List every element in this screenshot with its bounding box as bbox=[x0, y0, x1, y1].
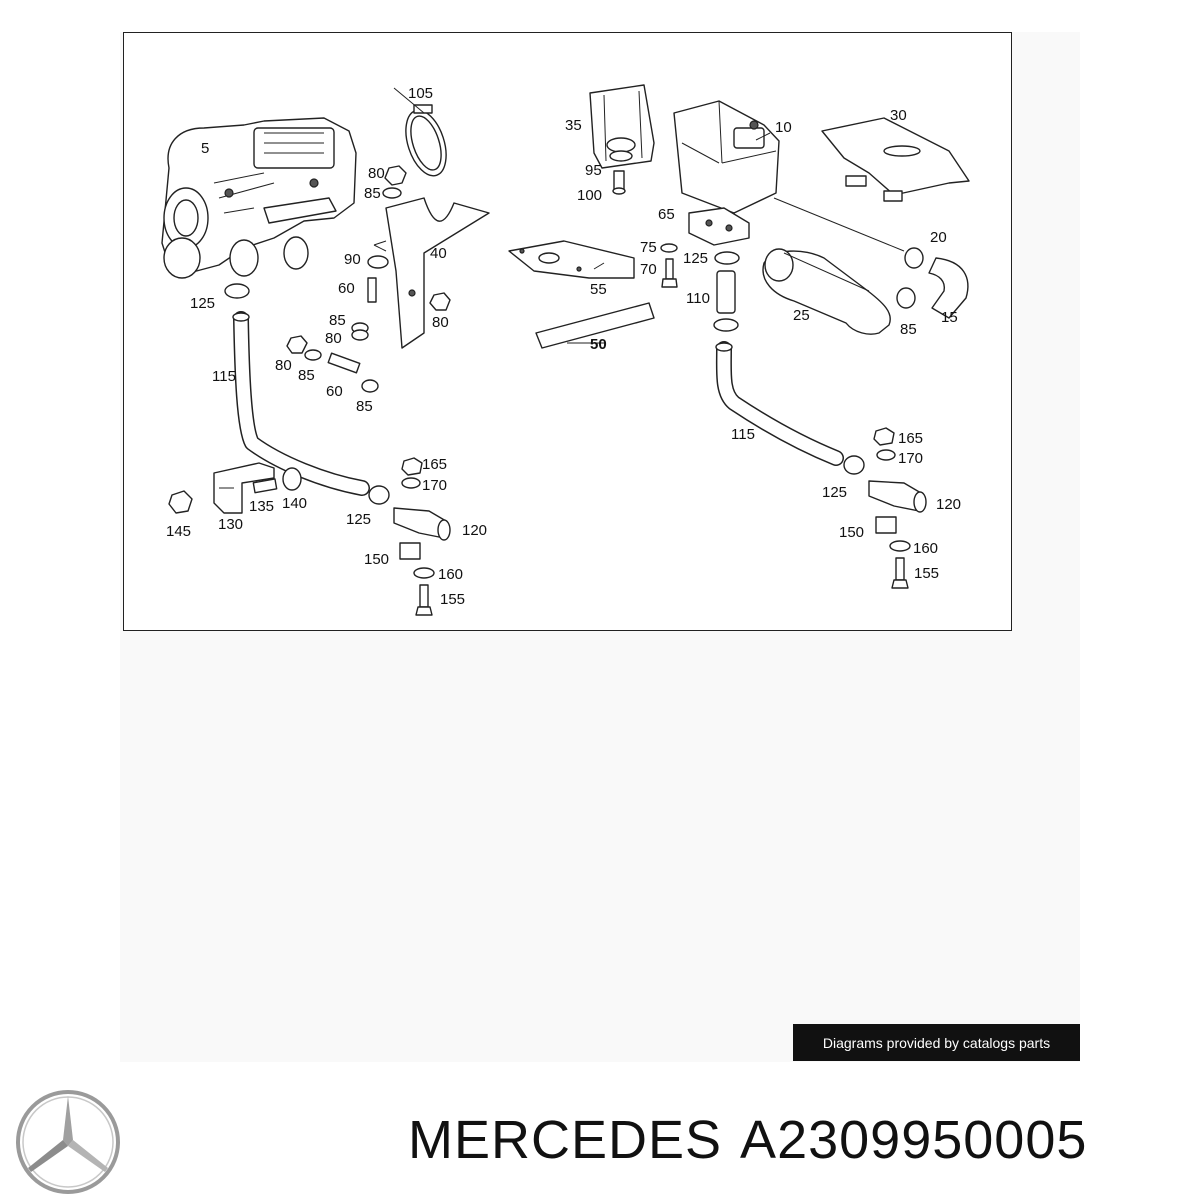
parts-diagram-svg: 105 5 35 10 30 80 85 95 100 65 90 40 75 … bbox=[161, 84, 970, 616]
callout-label: 60 bbox=[326, 383, 343, 400]
gasket-55 bbox=[508, 240, 635, 279]
callout-label: 80 bbox=[368, 165, 385, 182]
callout-label: 170 bbox=[422, 477, 447, 494]
callout-label: 35 bbox=[565, 117, 582, 134]
clamp-ring-drawing bbox=[405, 104, 447, 177]
exhaust-tube-right bbox=[715, 341, 844, 466]
exhaust-tube-left bbox=[232, 311, 370, 496]
callout-label: 125 bbox=[190, 295, 215, 312]
heater-unit-drawing bbox=[161, 117, 357, 279]
callout-label: 125 bbox=[822, 484, 847, 501]
callout-label: 170 bbox=[898, 450, 923, 467]
callout-label: 85 bbox=[356, 398, 373, 415]
callout-label: 125 bbox=[346, 511, 371, 528]
callout-label: 150 bbox=[839, 524, 864, 541]
brand-make: MERCEDES bbox=[408, 1110, 723, 1170]
callout-label: 160 bbox=[438, 566, 463, 583]
callout-label: 55 bbox=[590, 281, 607, 298]
callout-label: 75 bbox=[640, 239, 657, 256]
callout-label: 70 bbox=[640, 261, 657, 278]
callout-label: 120 bbox=[936, 496, 961, 513]
callout-label: 25 bbox=[793, 307, 810, 324]
part-title: MERCEDES A2309950005 bbox=[408, 1110, 1087, 1170]
callout-label: 140 bbox=[282, 495, 307, 512]
callout-labels: 105 5 35 10 30 80 85 95 100 65 90 40 75 … bbox=[166, 85, 961, 608]
callout-label: 105 bbox=[408, 85, 433, 102]
mount-bracket-drawing bbox=[373, 197, 490, 349]
callout-label: 110 bbox=[686, 290, 710, 307]
callout-label: 135 bbox=[249, 498, 274, 515]
callout-label: 60 bbox=[338, 280, 355, 297]
callout-label: 40 bbox=[430, 245, 447, 262]
bracket-30 bbox=[821, 117, 970, 202]
diagram-credit-banner: Diagrams provided by catalogs parts bbox=[793, 1024, 1080, 1061]
callout-label: 85 bbox=[364, 185, 381, 202]
plate-65 bbox=[688, 207, 750, 246]
callout-label: 90 bbox=[344, 251, 361, 268]
callout-label: 50 bbox=[590, 336, 607, 353]
callout-label: 30 bbox=[890, 107, 907, 124]
callout-label: 115 bbox=[212, 368, 236, 385]
bottom-left-hardware bbox=[168, 457, 451, 616]
parts-diagram: 105 5 35 10 30 80 85 95 100 65 90 40 75 … bbox=[123, 32, 1012, 631]
bottom-right-hardware bbox=[843, 427, 927, 589]
callout-label: 155 bbox=[914, 565, 939, 582]
callout-label: 165 bbox=[898, 430, 923, 447]
callout-label: 100 bbox=[577, 187, 602, 204]
callout-label: 130 bbox=[218, 516, 243, 533]
control-unit-10 bbox=[673, 100, 780, 214]
callout-label: 95 bbox=[585, 162, 602, 179]
callout-label: 20 bbox=[930, 229, 947, 246]
callout-label: 80 bbox=[432, 314, 449, 331]
mercedes-star-icon bbox=[16, 1090, 120, 1194]
callout-label: 85 bbox=[298, 367, 315, 384]
callout-label: 80 bbox=[275, 357, 292, 374]
muffler-25 bbox=[762, 248, 891, 335]
callout-label: 85 bbox=[900, 321, 917, 338]
hose-50 bbox=[535, 302, 655, 349]
callout-label: 15 bbox=[941, 309, 958, 326]
fastener-set-left bbox=[224, 165, 451, 393]
fastener-set-right bbox=[660, 243, 740, 332]
mount-plate-35 bbox=[589, 84, 655, 195]
callout-label: 10 bbox=[775, 119, 792, 136]
callout-label: 80 bbox=[325, 330, 342, 347]
callout-label: 125 bbox=[683, 250, 708, 267]
callout-label: 165 bbox=[422, 456, 447, 473]
callout-label: 160 bbox=[913, 540, 938, 557]
callout-label: 85 bbox=[329, 312, 346, 329]
callout-label: 115 bbox=[731, 426, 755, 443]
callout-label: 145 bbox=[166, 523, 191, 540]
part-number: A2309950005 bbox=[740, 1110, 1088, 1170]
leader-lines bbox=[393, 87, 771, 344]
callout-label: 5 bbox=[201, 140, 209, 157]
callout-label: 150 bbox=[364, 551, 389, 568]
callout-label: 65 bbox=[658, 206, 675, 223]
tailpipe-15 bbox=[773, 197, 969, 319]
callout-label: 155 bbox=[440, 591, 465, 608]
callout-label: 120 bbox=[462, 522, 487, 539]
